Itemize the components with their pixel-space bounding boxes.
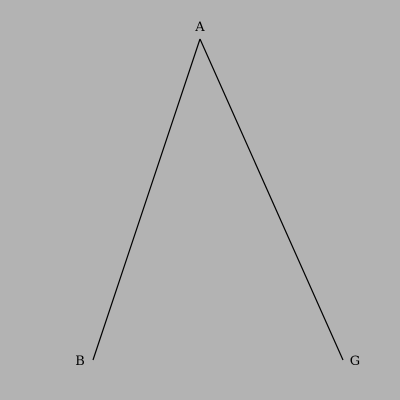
segment-a-g bbox=[199, 38, 344, 361]
point-label-g: G bbox=[350, 354, 360, 369]
segment-a-b bbox=[92, 38, 201, 361]
point-label-a: A bbox=[194, 20, 205, 35]
point-label-b: B bbox=[75, 354, 85, 369]
